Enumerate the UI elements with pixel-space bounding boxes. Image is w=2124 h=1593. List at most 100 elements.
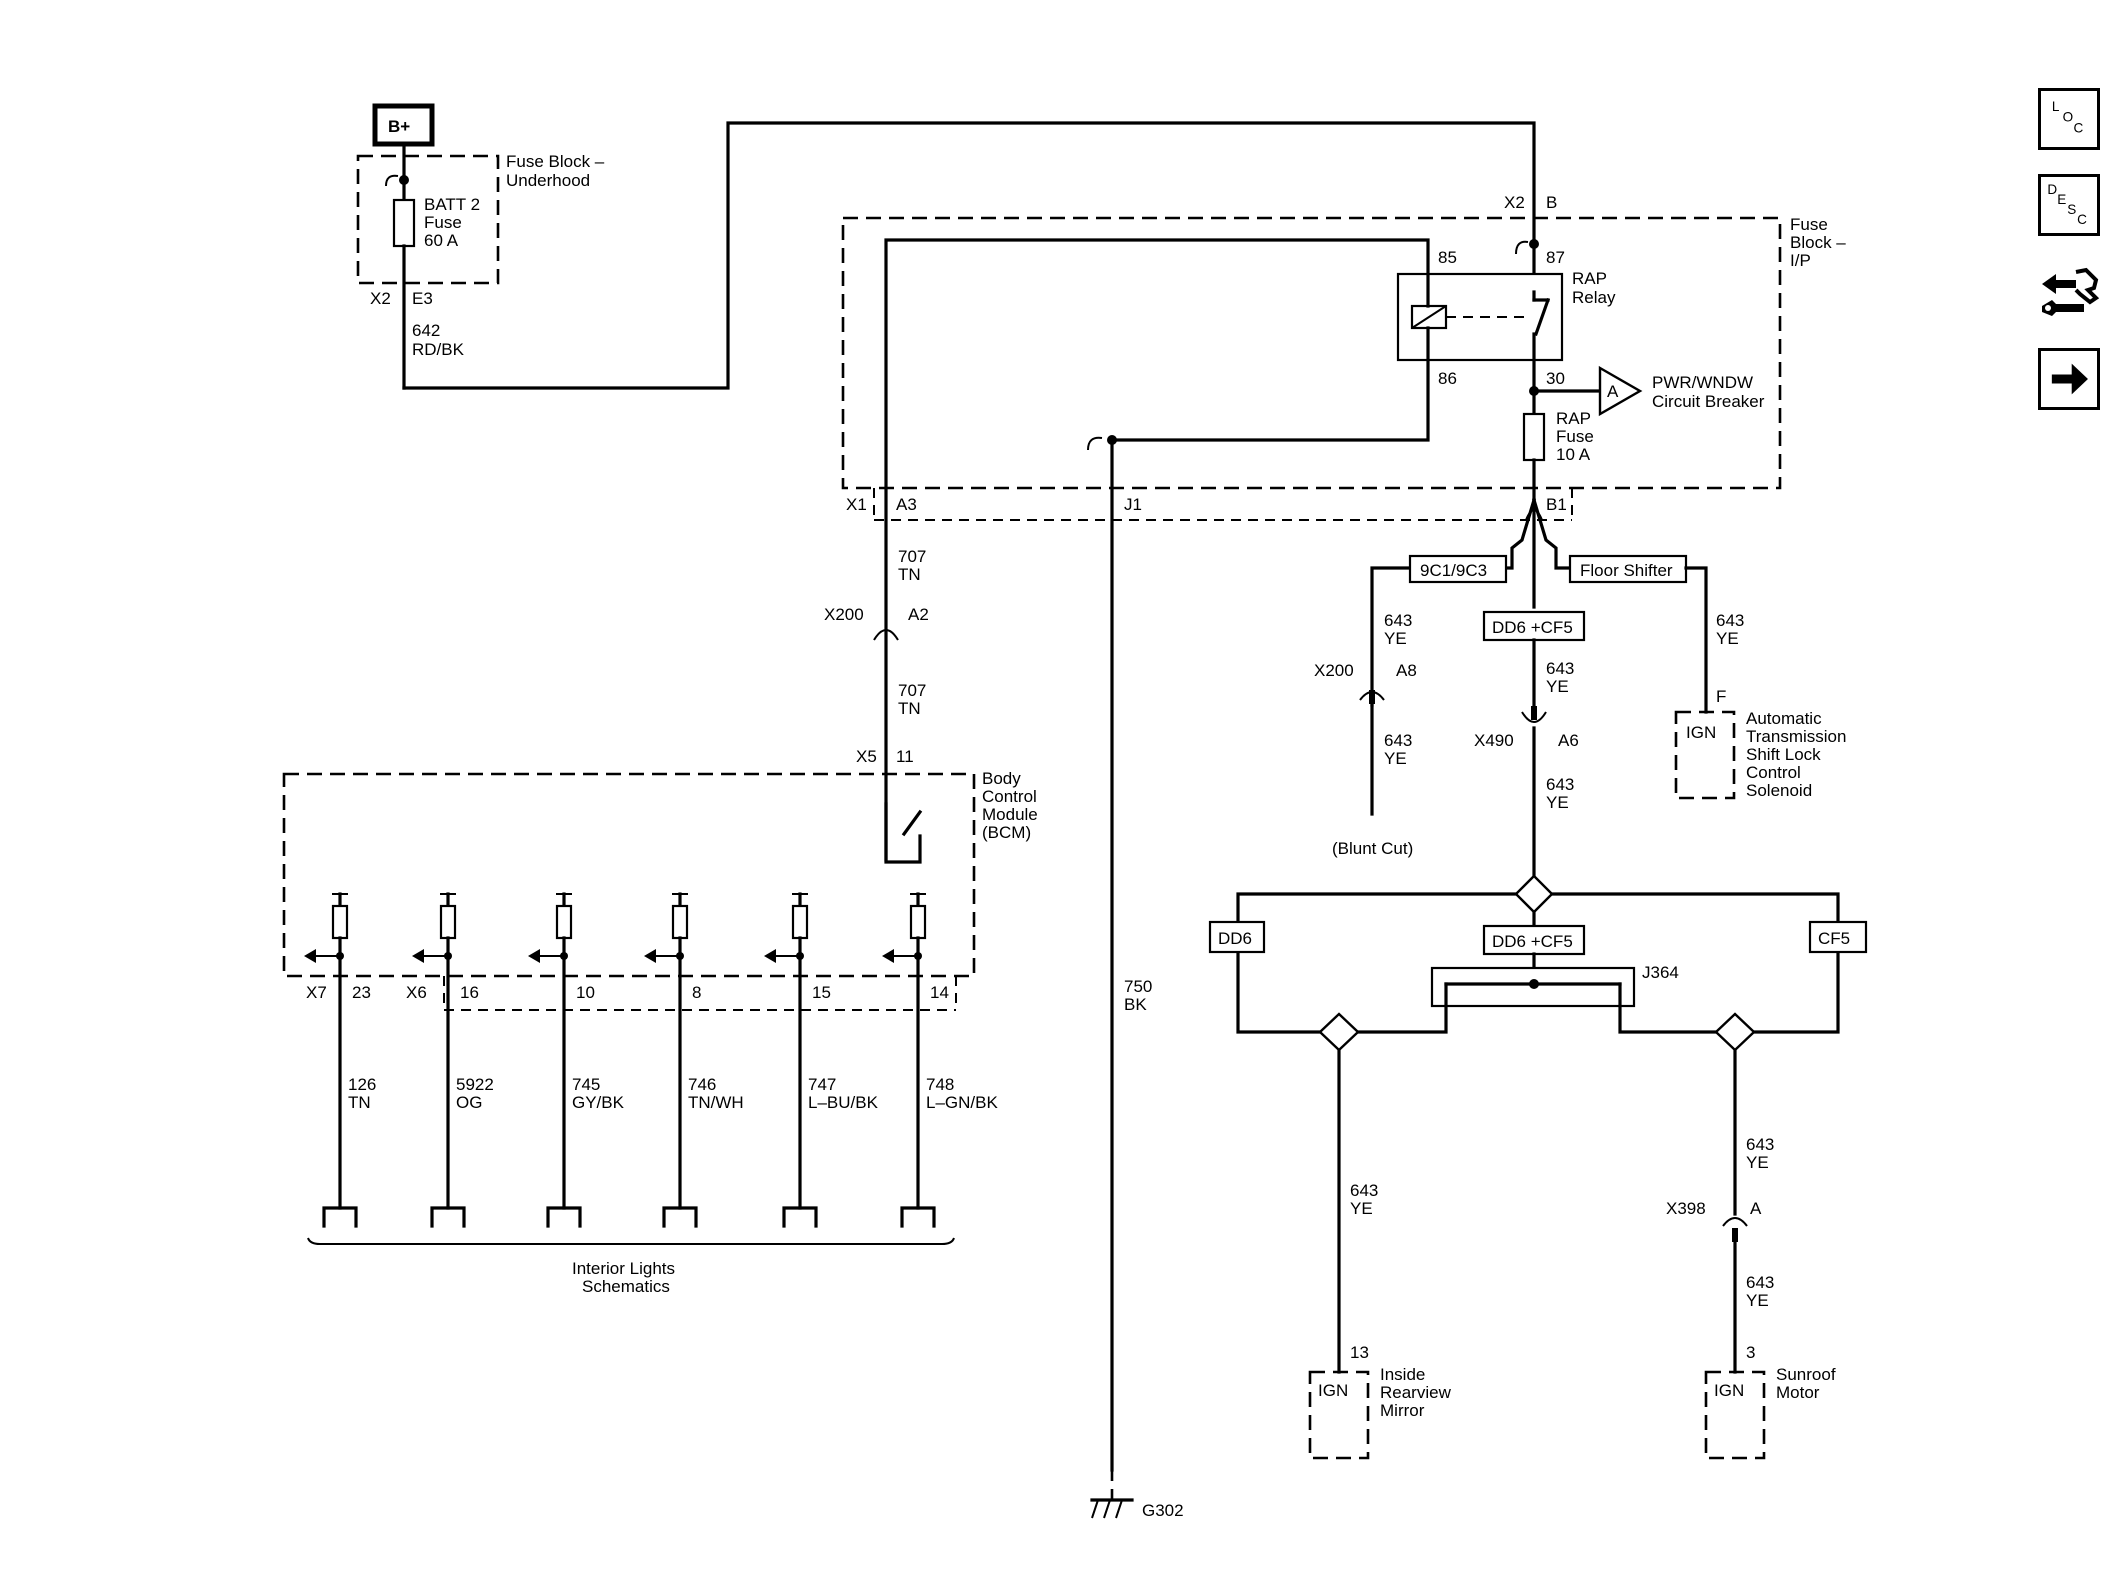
pin-b-top: B bbox=[1546, 193, 1557, 212]
description-icon: D E S C bbox=[2047, 182, 2087, 227]
bcm-outline bbox=[282, 772, 976, 978]
fuse-block-underhood-outline bbox=[356, 154, 500, 285]
arrow-left-icon bbox=[528, 949, 540, 963]
bcm-pin-10: 10 bbox=[576, 983, 595, 1002]
output-wire-number: 746 bbox=[688, 1075, 716, 1094]
connector-x2-top: X2 bbox=[1504, 193, 1525, 212]
harness-connector bbox=[900, 1206, 936, 1228]
bcm-output-resistor bbox=[555, 904, 573, 940]
desc-letter-e: E bbox=[2057, 192, 2066, 207]
bcm-pin-15: 15 bbox=[812, 983, 831, 1002]
arrow-right-icon bbox=[2051, 363, 2088, 395]
wire-707-a-number: 707 bbox=[898, 547, 926, 566]
interior-lights-label-1: Interior Lights bbox=[572, 1259, 675, 1278]
wire-750-number: 750 bbox=[1124, 977, 1152, 996]
sunroof-ign: IGN bbox=[1714, 1381, 1744, 1400]
pin-a3: A3 bbox=[896, 495, 917, 514]
connector-x7: X7 bbox=[306, 983, 327, 1002]
service-tools-icon[interactable] bbox=[2036, 262, 2102, 328]
output-wire-color: L–BU/BK bbox=[808, 1093, 879, 1112]
harness-connector bbox=[430, 1206, 466, 1228]
wire-707-a-color: TN bbox=[898, 565, 921, 584]
bcm-output-resistor bbox=[791, 904, 809, 940]
wire-643-d-number: 643 bbox=[1546, 775, 1574, 794]
option-dd6-label: DD6 bbox=[1218, 929, 1252, 948]
location-button[interactable]: L O C bbox=[2038, 88, 2100, 150]
bcm-pin-14: 14 bbox=[930, 983, 949, 1002]
relay-pin-30: 30 bbox=[1546, 369, 1565, 388]
option-dd6 bbox=[1208, 920, 1266, 954]
pin-a6: A6 bbox=[1558, 731, 1579, 750]
batt2-rating: 60 A bbox=[424, 231, 459, 250]
wire-643-f-number: 643 bbox=[1350, 1181, 1378, 1200]
next-button[interactable] bbox=[2038, 348, 2100, 410]
rap-fuse-label-2: Fuse bbox=[1556, 427, 1594, 446]
pin-e3: E3 bbox=[412, 289, 433, 308]
bcm-output-resistor bbox=[439, 904, 457, 940]
fuse-block-ip-label-3: I/P bbox=[1790, 251, 1811, 270]
inside-rearview-mirror-outline bbox=[1308, 1370, 1370, 1460]
fuse-connector-icon bbox=[385, 174, 399, 187]
arrow-left-icon bbox=[882, 949, 894, 963]
fuse-block-ip-outline bbox=[841, 216, 1782, 490]
x398-connector-icon bbox=[1722, 1217, 1748, 1227]
output-wire-number: 748 bbox=[926, 1075, 954, 1094]
connector-x6: X6 bbox=[406, 983, 427, 1002]
sunroof-label-1: Sunroof bbox=[1776, 1365, 1836, 1384]
output-wire-color: TN/WH bbox=[688, 1093, 744, 1112]
shift-lock-solenoid-outline bbox=[1674, 710, 1736, 800]
connector-x200-a2: X200 bbox=[824, 605, 864, 624]
mirror-label-2: Rearview bbox=[1380, 1383, 1452, 1402]
blunt-cut-label: (Blunt Cut) bbox=[1332, 839, 1413, 858]
output-wire-number: 5922 bbox=[456, 1075, 494, 1094]
bcm-label-3: Module bbox=[982, 805, 1038, 824]
relay-pin-86: 86 bbox=[1438, 369, 1457, 388]
description-button[interactable]: D E S C bbox=[2038, 174, 2100, 236]
rap-fuse-label-1: RAP bbox=[1556, 409, 1591, 428]
wire-643-e-color: YE bbox=[1716, 629, 1739, 648]
bcm-output-resistor bbox=[909, 904, 927, 940]
connector-a-arrow bbox=[1598, 365, 1643, 417]
output-wire-number: 747 bbox=[808, 1075, 836, 1094]
harness-connector bbox=[782, 1206, 818, 1228]
wire-643-e-number: 643 bbox=[1716, 611, 1744, 630]
connector-x398: X398 bbox=[1666, 1199, 1706, 1218]
wire-642-number: 642 bbox=[412, 321, 440, 340]
bcm-pin-23: 23 bbox=[352, 983, 371, 1002]
wire-642-rd-bk bbox=[402, 121, 1536, 390]
location-icon: L O C bbox=[2052, 99, 2084, 136]
bcm-label-2: Control bbox=[982, 787, 1037, 806]
harness-connector bbox=[662, 1206, 698, 1228]
j1-connector-icon bbox=[1087, 436, 1103, 451]
atsl-label-2: Transmission bbox=[1746, 727, 1846, 746]
bcm-pin-8: 8 bbox=[692, 983, 701, 1002]
connector-x490: X490 bbox=[1474, 731, 1514, 750]
output-wire-color: L–GN/BK bbox=[926, 1093, 998, 1112]
mirror-ign: IGN bbox=[1318, 1381, 1348, 1400]
option-dd6-cf5-top-label: DD6 +CF5 bbox=[1492, 618, 1573, 637]
battery-terminal: B+ bbox=[372, 103, 435, 147]
output-wire-number: 126 bbox=[348, 1075, 376, 1094]
atsl-label-1: Automatic bbox=[1746, 709, 1822, 728]
output-wire-color: GY/BK bbox=[572, 1093, 625, 1112]
interior-lights-bracket bbox=[307, 1237, 955, 1245]
pin-a2: A2 bbox=[908, 605, 929, 624]
wire-643-a-color: YE bbox=[1384, 629, 1407, 648]
wire-643-c-number: 643 bbox=[1546, 659, 1574, 678]
wire-643-g-color: YE bbox=[1746, 1153, 1769, 1172]
wire-707-b-color: TN bbox=[898, 699, 921, 718]
harness-connector bbox=[322, 1206, 358, 1228]
bcm-pin-16: 16 bbox=[460, 983, 479, 1002]
circuit-breaker-label: Circuit Breaker bbox=[1652, 392, 1765, 411]
wire-643-h-color: YE bbox=[1746, 1291, 1769, 1310]
option-9c1-9c3-label: 9C1/9C3 bbox=[1420, 561, 1487, 580]
wire-707-tn bbox=[884, 238, 1430, 862]
option-cf5 bbox=[1808, 920, 1868, 954]
atsl-label-3: Shift Lock bbox=[1746, 745, 1821, 764]
wire-750-color: BK bbox=[1124, 995, 1147, 1014]
